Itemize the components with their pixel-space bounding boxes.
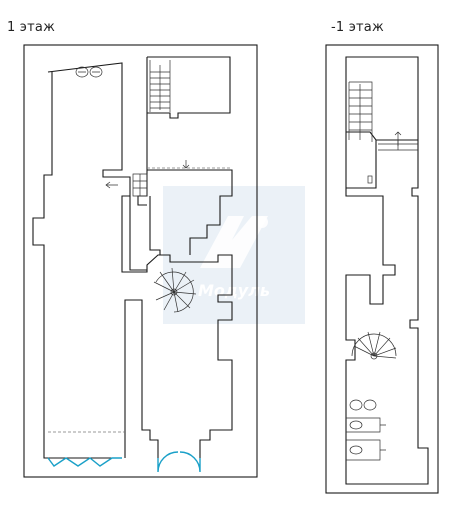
floor-1-stairs	[105, 60, 171, 197]
floor-1-entrance-doors	[157, 451, 201, 473]
floor-1-label: 1 этаж	[7, 20, 55, 35]
floor-1-plan	[23, 44, 258, 478]
floor-minus-1-stair-room	[346, 131, 418, 189]
watermark-text: Модуль	[198, 281, 270, 300]
floor-minus-1-spiral-stair	[351, 331, 397, 360]
floor-minus-1-outer-walls	[345, 56, 429, 485]
floor-1-spiral-stair	[153, 267, 197, 313]
floor-1-outer-walls	[32, 62, 233, 459]
floor-minus-1-toilets	[346, 399, 386, 461]
floor-minus-1-stairs	[348, 81, 418, 184]
floor-minus-1-sheet-border	[325, 44, 439, 494]
floor-1-front-glazing	[47, 457, 122, 467]
floor-1-toilet-icons	[75, 66, 103, 78]
floor-minus-1-label: -1 этаж	[331, 20, 384, 35]
floor-1-sheet-border	[23, 44, 258, 478]
floor-minus-1-plan	[325, 44, 439, 494]
watermark: Модуль	[163, 186, 305, 324]
